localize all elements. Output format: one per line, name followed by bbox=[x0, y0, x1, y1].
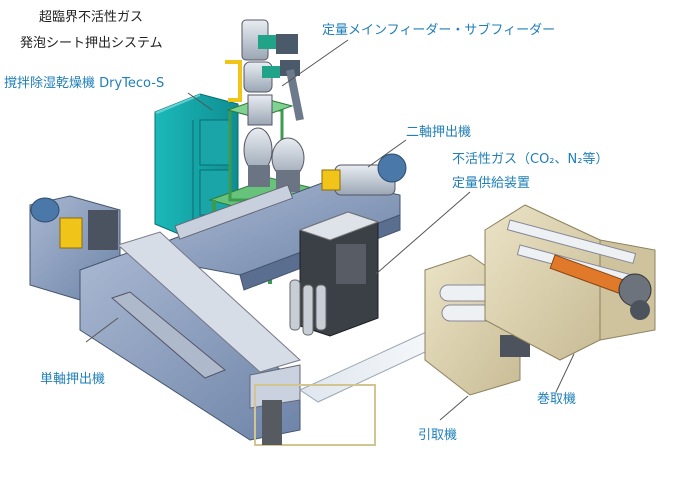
label-inert-gas: 不活性ガス（CO₂、N₂等） bbox=[452, 152, 609, 167]
title-line-1: 超臨界不活性ガス bbox=[39, 10, 144, 25]
label-twin-screw: 二軸押出機 bbox=[406, 125, 472, 140]
leader-dehumidifier bbox=[187, 92, 213, 111]
label-haul-off: 引取機 bbox=[418, 428, 458, 443]
label-feeders: 定量メインフィーダー・サブフィーダー bbox=[322, 23, 556, 38]
leader-winder bbox=[555, 353, 575, 393]
winder-unit bbox=[484, 204, 656, 361]
label-gas-supply: 定量供給装置 bbox=[452, 176, 531, 191]
leader-gas-supply bbox=[375, 191, 471, 275]
label-dehumidifier: 撹拌除湿乾燥機 DryTeco-S bbox=[4, 76, 165, 91]
leader-haul-off bbox=[439, 395, 469, 421]
label-single-screw: 単軸押出機 bbox=[40, 372, 106, 387]
gas-supply-unit bbox=[289, 211, 380, 337]
leader-single-screw bbox=[85, 317, 119, 343]
leader-feeders bbox=[281, 39, 349, 87]
label-winder: 巻取機 bbox=[537, 392, 577, 407]
feeders bbox=[225, 19, 305, 192]
leader-twin-screw bbox=[367, 139, 407, 168]
single-screw-extruder bbox=[29, 195, 301, 441]
title-line-2: 発泡シート押出システム bbox=[20, 36, 163, 51]
